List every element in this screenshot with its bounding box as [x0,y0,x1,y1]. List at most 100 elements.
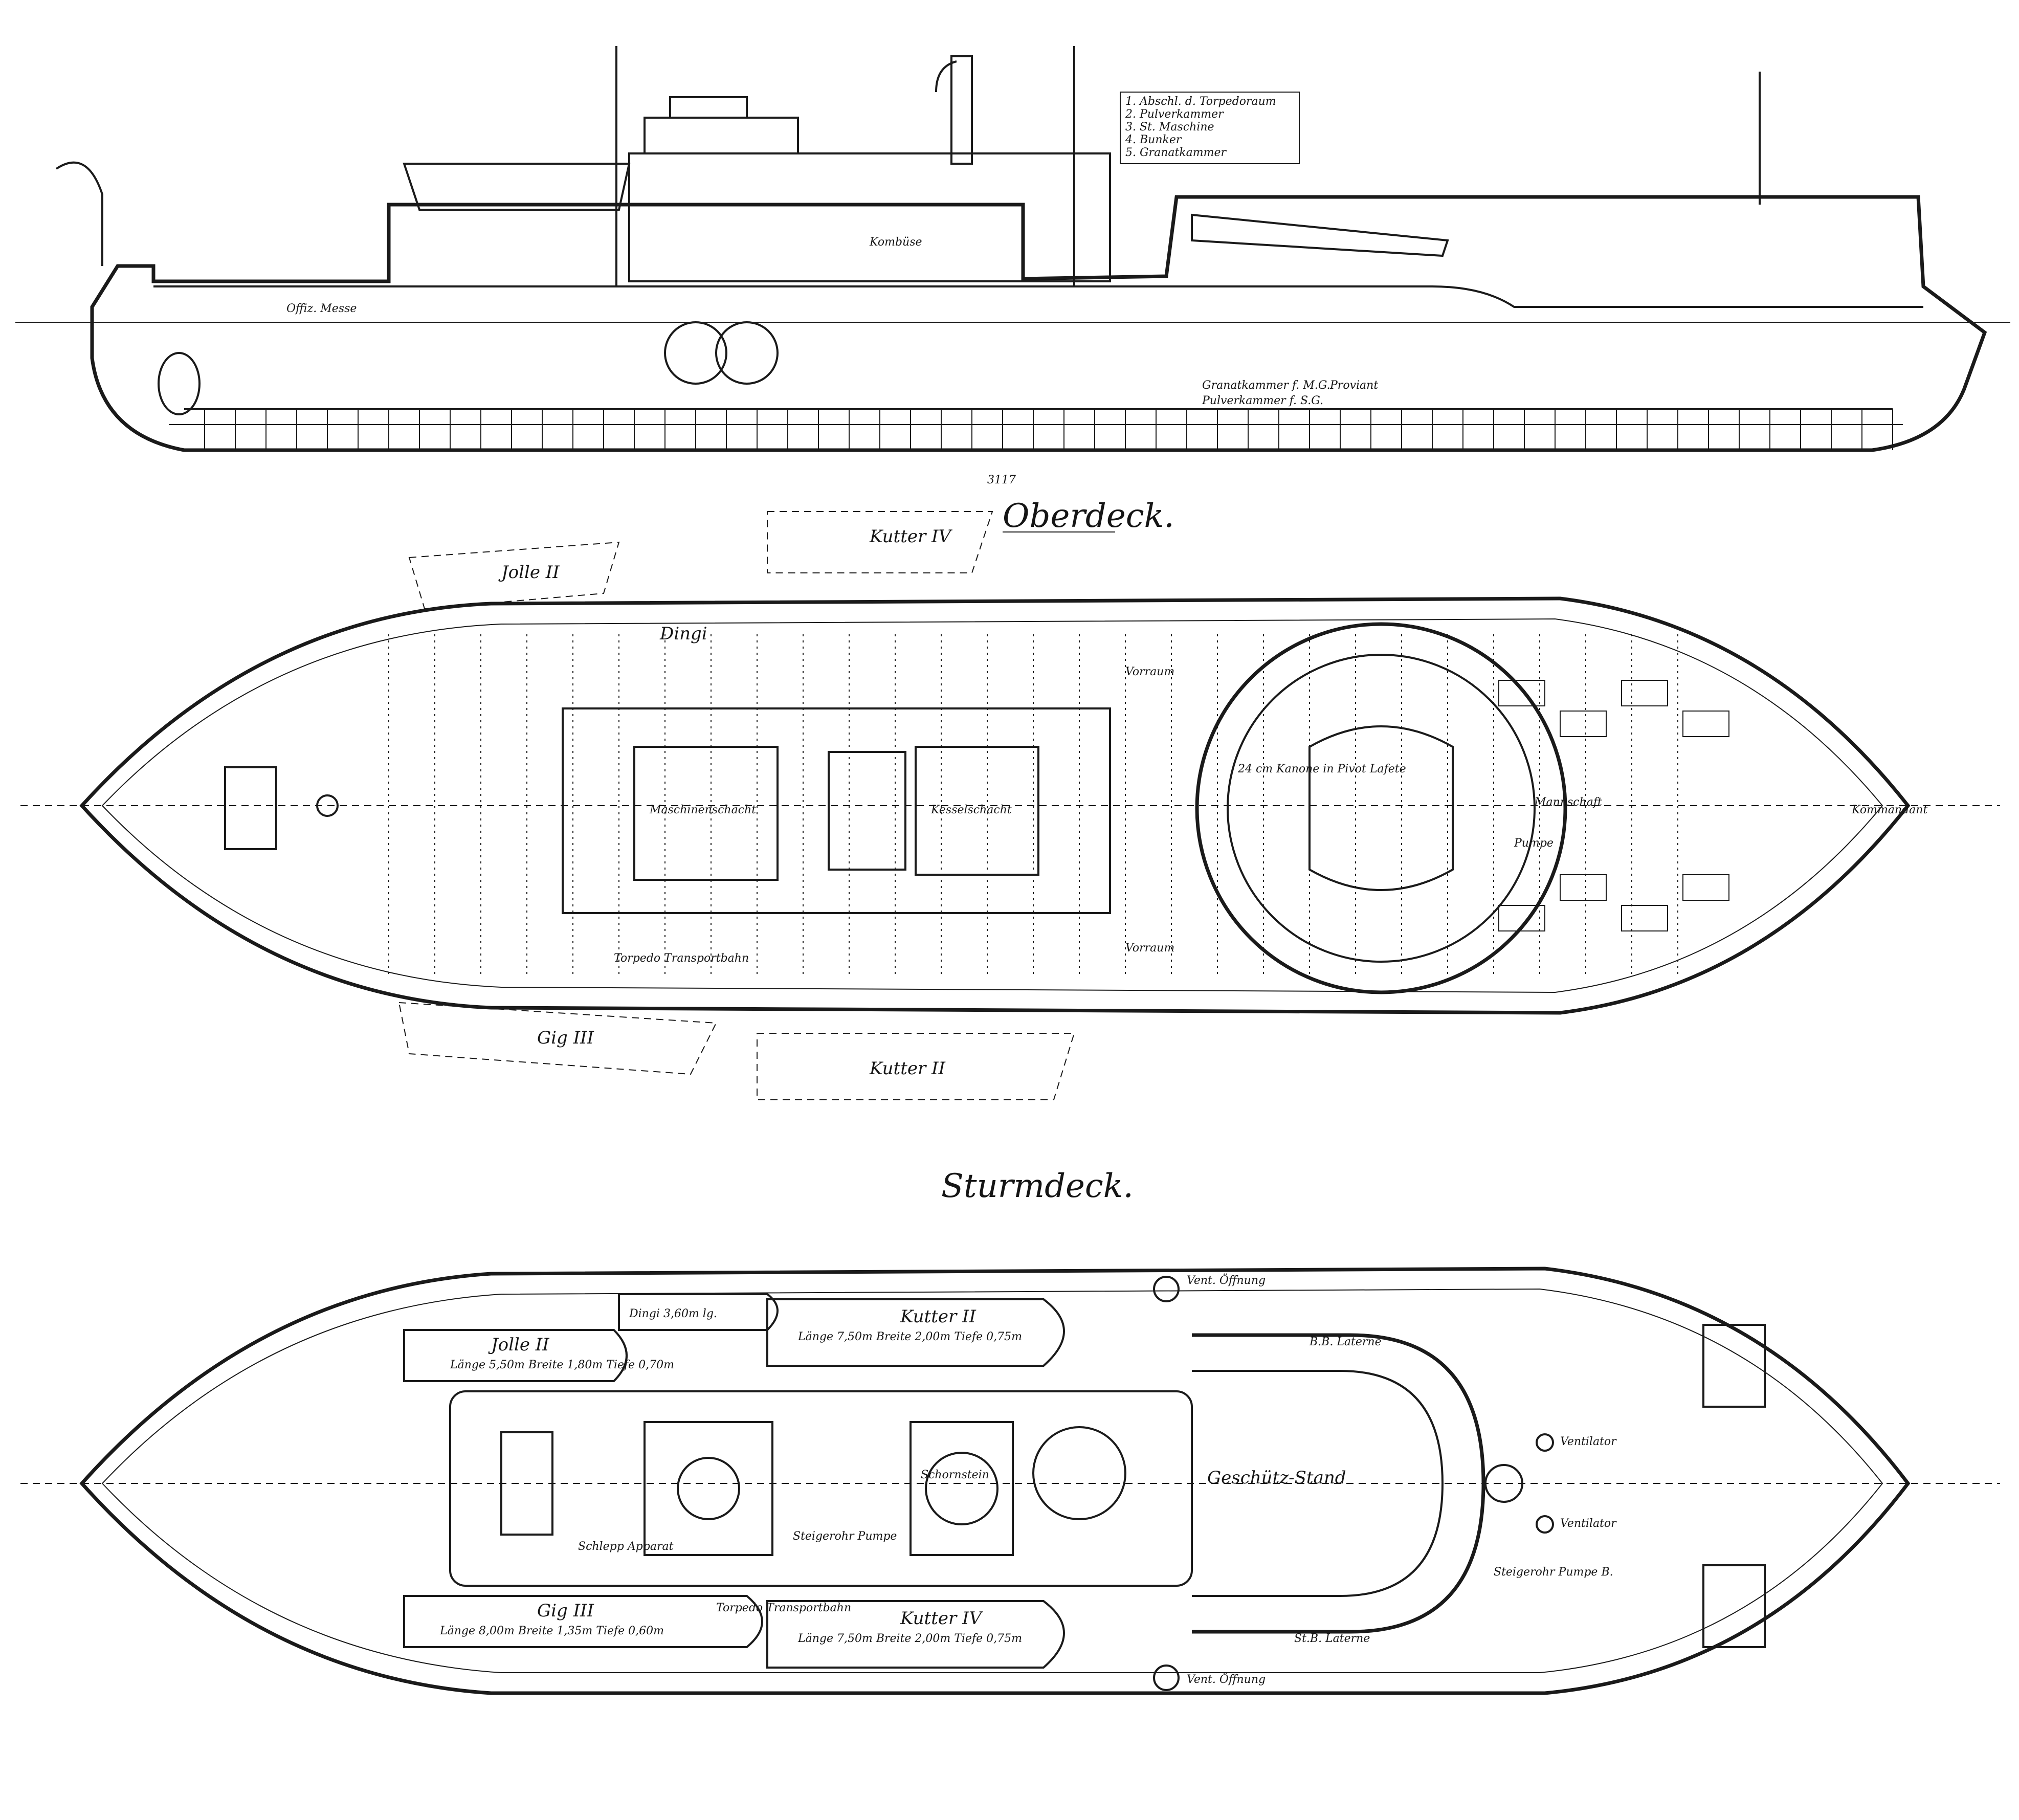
oberdeck-grating [828,751,906,871]
profile-vent-cowl [935,60,957,93]
oberdeck-label-kanone: 24 cm Kanone in Pivot Lafete [1237,763,1406,775]
oberdeck-label-jolle: Jolle II [498,562,560,583]
sturmdeck-conning [1032,1426,1126,1520]
oberdeck-boat-kutter-iv [767,511,993,573]
profile-legend-4: 4. Bunker [1125,134,1182,146]
oberdeck-label-gig: Gig III [537,1028,594,1048]
sturmdeck-funnel-casing [909,1421,1014,1556]
sturmdeck-label-jolle: Jolle II [488,1335,549,1355]
oberdeck-beams [388,634,1678,977]
oberdeck-mess-table [1498,680,1545,706]
sturmdeck-label-steigerohr-left: Steigerohr Pumpe [793,1530,897,1543]
oberdeck-gun-mount [1308,725,1454,891]
oberdeck-label-torpedo: Torpedo Transportbahn [614,952,749,965]
profile-main-gun [1191,213,1449,257]
sturmdeck-label-gig-dims: Länge 8,00m Breite 1,35m Tiefe 0,60m [439,1625,664,1637]
oberdeck-mess-table [1682,711,1729,737]
oberdeck-label-mannschaft: Mannschaft [1534,796,1602,809]
sturmdeck-funnel [925,1452,999,1525]
sturmdeck-stern-hatch [500,1431,553,1536]
sturmdeck-fore-capstan [1484,1464,1523,1503]
sturmdeck-label-dingi: Dingi 3,60m lg. [629,1307,717,1320]
profile-propeller [158,352,201,415]
sturmdeck-label-kutter-top: Kutter II [900,1306,976,1327]
oberdeck-bollard [316,794,339,817]
sturmdeck-label-vent-bottom: Vent. Öffnung [1187,1672,1266,1686]
oberdeck-tables [1498,680,1729,931]
oberdeck-label-kutter-ii: Kutter II [869,1058,945,1079]
oberdeck-inner-hull [101,618,1883,993]
sturmdeck-label-kutter-top-dims: Länge 7,50m Breite 2,00m Tiefe 0,75m [797,1330,1022,1343]
sturmdeck-label-gig: Gig III [537,1601,594,1621]
sturmdeck-boat-kutter-bottom [766,1600,1065,1669]
profile-legend-5: 5. Granatkammer [1125,146,1227,159]
profile-legend-2: 2. Pulverkammer [1125,108,1224,121]
sturmdeck-label-ventilator-1: Ventilator [1560,1435,1617,1448]
profile-label-pulverkammer: Pulverkammer f. S.G. [1202,394,1323,407]
sturmdeck-ventilator-1 [1536,1433,1554,1452]
profile-label-granatkammer: Granatkammer f. M.G. [1202,379,1330,392]
profile-boiler-1 [664,321,727,385]
sturmdeck-gun-stand-outer [1192,1333,1485,1634]
oberdeck-title: Oberdeck. [1003,497,1174,535]
oberdeck-mess-table [1498,905,1545,931]
oberdeck-label-maschinen: Maschinenschacht [649,804,756,816]
sturmdeck-boat-kutter-top [766,1298,1065,1367]
oberdeck-gun-ring-outer [1195,622,1567,994]
oberdeck-label-vorraum-top: Vorraum [1125,665,1174,678]
profile-legend-1: 1. Abschl. d. Torpedoraum [1125,95,1276,108]
sturmdeck-platform [449,1390,1193,1587]
profile-chart-house [669,96,748,119]
oberdeck-mess-table [1682,874,1729,901]
oberdeck-boat-gig [398,1002,717,1075]
oberdeck-mess-table [1560,874,1607,901]
oberdeck-boat-kutter-ii [757,1033,1075,1100]
profile-main-deck [153,285,1923,308]
profile-legend-box [1120,92,1300,164]
profile-sheet-mark: 3117 [987,474,1016,486]
profile-frames [204,409,1893,450]
sturmdeck-title: Sturmdeck. [941,1167,1134,1205]
oberdeck-mess-table [1621,905,1668,931]
profile-label-proviant: Proviant [1329,379,1378,392]
sturmdeck-vent-top [1153,1276,1180,1302]
sturmdeck-inner-hull [101,1288,1883,1673]
sturmdeck-label-kutter-bottom-dims: Länge 7,50m Breite 2,00m Tiefe 0,75m [797,1632,1022,1645]
sturmdeck-label-schornstein: Schornstein [921,1469,989,1481]
oberdeck-stern-capstan [224,766,277,850]
sturmdeck-label-jolle-dims: Länge 5,50m Breite 1,80m Tiefe 0,70m [450,1359,674,1371]
sturmdeck-label-laterne-top: B.B. Laterne [1309,1336,1382,1348]
sturmdeck-boat-gig [403,1595,763,1648]
profile-label-kombuese: Kombüse [869,236,922,249]
oberdeck-boat-jolle [408,541,620,610]
sturmdeck-ventilator-2 [1536,1515,1554,1534]
profile-legend-3: 3. St. Maschine [1125,121,1214,134]
sturmdeck-winch-starboard [1702,1564,1766,1648]
oberdeck-label-kommandant: Kommandant [1851,804,1927,816]
profile-funnel [950,55,973,165]
profile-bridge-house [644,117,799,154]
sturmdeck-label-geschuetz: Geschütz-Stand [1207,1468,1346,1488]
oberdeck-boiler-hatch [915,746,1039,876]
sturmdeck-label-schlepp: Schlepp Apparat [578,1540,674,1553]
sturmdeck-boat-jolle [403,1329,628,1382]
sturmdeck-vent-bottom [1153,1664,1180,1691]
sturmdeck-label-ventilator-2: Ventilator [1560,1517,1617,1530]
sturmdeck-bridge [644,1421,773,1556]
oberdeck-label-vorraum-bottom: Vorraum [1125,942,1174,955]
profile-boiler-2 [715,321,779,385]
sturmdeck-hull [79,1267,1911,1695]
sturmdeck-label-torpedo-bahn: Torpedo Transportbahn [716,1602,851,1614]
sturmdeck-label-vent-top: Vent. Öffnung [1187,1273,1266,1287]
profile-superstructure [628,152,1111,282]
sturmdeck-label-kutter-bottom: Kutter IV [900,1608,983,1629]
oberdeck-casing [562,707,1111,914]
oberdeck-mess-table [1621,680,1668,706]
sturmdeck-plan: Sturmdeck. Jolle II [20,1167,2000,1695]
oberdeck-gun-ring-inner [1227,654,1536,963]
sturmdeck-label-laterne-bottom: St.B. Laterne [1294,1632,1370,1645]
oberdeck-label-pumpe: Pumpe [1514,837,1554,850]
profile-hull [90,195,1987,452]
oberdeck-engine-hatch [633,746,779,881]
